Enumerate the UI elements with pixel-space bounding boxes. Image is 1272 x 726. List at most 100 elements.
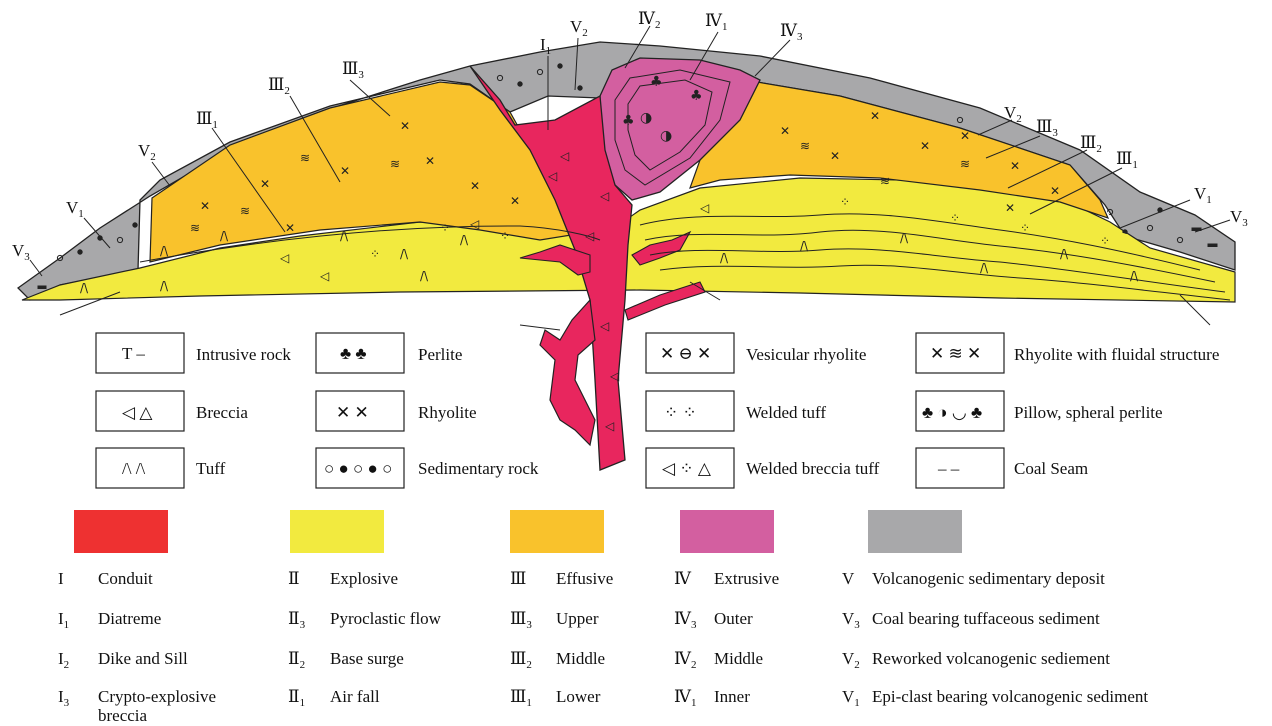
svg-text:◁: ◁ xyxy=(599,319,609,333)
svg-text:/\: /\ xyxy=(800,239,809,253)
legend-symbol-welded-breccia: ◁ ⁘ △ xyxy=(662,459,712,478)
label-V1-right: V xyxy=(1194,184,1207,203)
svg-text:/\: /\ xyxy=(980,261,989,275)
unit-explosive-3-num: Ⅱ3 xyxy=(288,609,306,631)
label-V2-left: V xyxy=(138,141,151,160)
swatch-extrusive xyxy=(680,510,774,553)
svg-text:✕: ✕ xyxy=(340,164,350,178)
legend-symbol-welded-tuff: ⁘ ⁘ xyxy=(664,403,697,422)
unit-sedimentary-3-num: V3 xyxy=(842,609,860,631)
svg-text:Ⅲ3: Ⅲ3 xyxy=(342,59,364,81)
svg-text:≋: ≋ xyxy=(960,157,970,171)
unit-explosive-3-label: Pyroclastic flow xyxy=(330,609,442,628)
svg-text:✕: ✕ xyxy=(470,179,480,193)
unit-extrusive-3-label: Outer xyxy=(714,609,753,628)
svg-text:✕: ✕ xyxy=(510,194,520,208)
svg-text:/\: /\ xyxy=(80,281,89,295)
svg-text:V2: V2 xyxy=(1004,103,1022,125)
unit-explosive-num: Ⅱ xyxy=(288,569,300,588)
legend-symbol-breccia: ◁ △ xyxy=(122,403,153,422)
legend-symbol-coal: – – xyxy=(937,459,960,478)
unit-sedimentary-1-num: V1 xyxy=(842,687,860,709)
unit-extrusive-2-num: Ⅳ2 xyxy=(674,649,696,671)
svg-text:/\: /\ xyxy=(160,244,169,258)
unit-sedimentary-2-label: Reworked volcanogenic sediement xyxy=(872,649,1110,668)
legend-label-pillow: Pillow, spheral perlite xyxy=(1014,403,1163,422)
label-IV1: Ⅳ xyxy=(705,11,723,30)
svg-text:✕: ✕ xyxy=(830,149,840,163)
svg-text:◑: ◑ xyxy=(640,110,652,126)
label-V3-left: V xyxy=(12,241,25,260)
svg-text:◁: ◁ xyxy=(559,149,569,163)
unit-conduit-label: Conduit xyxy=(98,569,153,588)
legend-label-intrusive: Intrusive rock xyxy=(196,345,291,364)
svg-text:I1: I1 xyxy=(540,35,551,57)
legend-label-sedimentary: Sedimentary rock xyxy=(418,459,539,478)
svg-text:◁: ◁ xyxy=(319,269,329,283)
unit-conduit-1-num: I1 xyxy=(58,609,69,631)
unit-conduit-num: I xyxy=(58,569,64,588)
label-V3-right: V xyxy=(1230,207,1243,226)
svg-text:≋: ≋ xyxy=(240,204,250,218)
legend-symbol-tuff: /\ /\ xyxy=(122,459,145,478)
unit-sedimentary-1-label: Epi-clast bearing volcanogenic sediment xyxy=(872,687,1148,706)
svg-text:♣: ♣ xyxy=(650,74,663,90)
legend-label-welded-breccia: Welded breccia tuff xyxy=(746,459,880,478)
label-III2-left: Ⅲ xyxy=(268,75,284,94)
unit-conduit-1-label: Diatreme xyxy=(98,609,161,628)
legend-label-perlite: Perlite xyxy=(418,345,462,364)
svg-text:♣: ♣ xyxy=(690,88,703,104)
legend-label-fluidal: Rhyolite with fluidal structure xyxy=(1014,345,1219,364)
label-V1-left: V xyxy=(66,198,79,217)
svg-text:/\: /\ xyxy=(460,233,469,247)
svg-text:/\: /\ xyxy=(160,279,169,293)
unit-extrusive-num: Ⅳ xyxy=(674,569,692,588)
legend-label-tuff: Tuff xyxy=(196,459,226,478)
legend-symbol-perlite: ♣ ♣ xyxy=(340,344,367,363)
unit-sedimentary-label: Volcanogenic sedimentary deposit xyxy=(872,569,1105,588)
svg-text:≋: ≋ xyxy=(880,174,890,188)
unit-effusive-3-label: Upper xyxy=(556,609,599,628)
swatch-conduit xyxy=(74,510,168,553)
legend-symbol-vesicular: ✕ ⊖ ✕ xyxy=(660,344,711,363)
svg-text:◁: ◁ xyxy=(609,369,619,383)
svg-text:◁: ◁ xyxy=(699,201,709,215)
svg-text:⁘: ⁘ xyxy=(840,195,850,209)
unit-effusive-1-label: Lower xyxy=(556,687,601,706)
unit-sedimentary-num: V xyxy=(842,569,855,588)
legend-symbol-rhyolite: ✕ ✕ xyxy=(336,403,369,422)
color-swatches xyxy=(74,510,962,553)
legend-symbol-pillow: ♣ ◑ ◡ ♣ xyxy=(922,403,982,422)
label-III3-left: Ⅲ xyxy=(342,59,358,78)
svg-text:/\: /\ xyxy=(900,231,909,245)
svg-text:Ⅲ3: Ⅲ3 xyxy=(1036,117,1058,139)
svg-text:/\: /\ xyxy=(340,229,349,243)
label-V2-top: V xyxy=(570,17,583,36)
unit-conduit-3-label2: breccia xyxy=(98,706,148,725)
unit-extrusive-label: Extrusive xyxy=(714,569,779,588)
svg-text:/\: /\ xyxy=(420,269,429,283)
svg-text:Ⅳ1: Ⅳ1 xyxy=(705,11,727,33)
label-IV2: Ⅳ xyxy=(638,9,656,28)
symbol-legend: T – Intrusive rock ◁ △ Breccia /\ /\ Tuf… xyxy=(96,333,1219,488)
svg-text:✕: ✕ xyxy=(425,154,435,168)
svg-text:✕: ✕ xyxy=(920,139,930,153)
legend-box-coal xyxy=(916,448,1004,488)
unit-effusive-label: Effusive xyxy=(556,569,613,588)
svg-text:◑: ◑ xyxy=(660,128,672,144)
svg-text:Ⅳ2: Ⅳ2 xyxy=(638,9,660,31)
unit-explosive-2-num: Ⅱ2 xyxy=(288,649,305,671)
svg-text:✕: ✕ xyxy=(870,109,880,123)
svg-text:✕: ✕ xyxy=(285,221,295,235)
unit-explosive-label: Explosive xyxy=(330,569,398,588)
legend-label-breccia: Breccia xyxy=(196,403,248,422)
label-IV3: Ⅳ xyxy=(780,21,798,40)
label-III1-right: Ⅲ xyxy=(1116,149,1132,168)
svg-text:≋: ≋ xyxy=(300,151,310,165)
label-V2-right: V xyxy=(1004,103,1017,122)
legend-label-vesicular: Vesicular rhyolite xyxy=(746,345,866,364)
svg-text:⁘: ⁘ xyxy=(950,211,960,225)
svg-text:V1: V1 xyxy=(66,198,84,220)
unit-sedimentary-2-num: V2 xyxy=(842,649,860,671)
